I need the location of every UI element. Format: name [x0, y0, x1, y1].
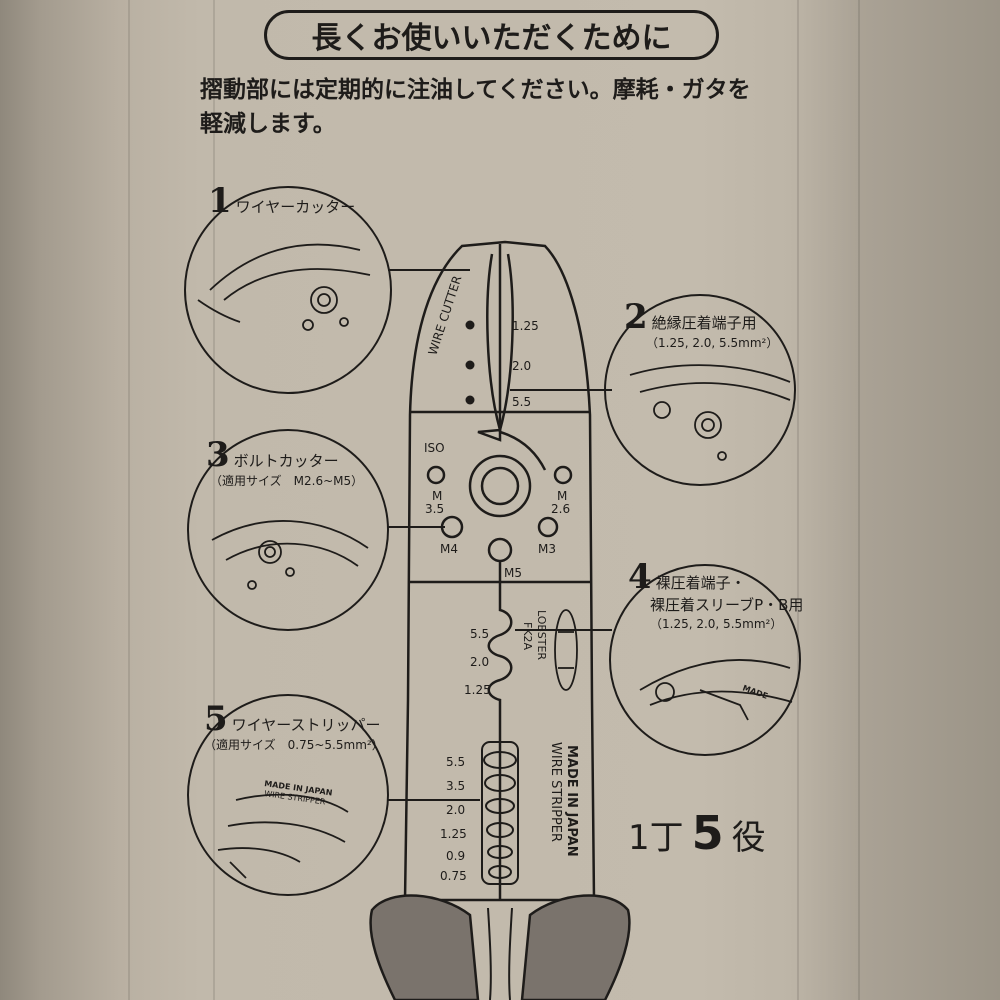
intro-line-2: 軽減します。	[200, 111, 336, 137]
callout-5-sub: （適用サイズ 0.75~5.5mm²）	[204, 738, 384, 752]
callout-5-title: ワイヤーストリッパー	[231, 716, 381, 734]
care-heading: 長くお使いいただくために	[264, 10, 719, 60]
detail-circle-3	[187, 429, 389, 631]
iso-label: ISO	[424, 441, 445, 455]
model-label: FK2A	[521, 622, 534, 651]
crimper-outline	[403, 240, 596, 902]
callout-4-title: 裸圧着端子・	[655, 574, 746, 592]
bare-size-20: 2.0	[470, 655, 489, 669]
detail-circle-5	[187, 694, 389, 896]
wire-cutter-label: WIRE CUTTER	[426, 274, 465, 357]
strip-size-075: 0.75	[440, 869, 467, 883]
strip-size-20: 2.0	[446, 803, 465, 817]
fold-line	[128, 0, 130, 1000]
callout-3-number: 3	[206, 435, 230, 475]
strip-size-35: 3.5	[446, 779, 465, 793]
bare-size-55: 5.5	[470, 627, 489, 641]
strip-size-125: 1.25	[440, 827, 467, 841]
five-functions-tagline: 1丁 5 役	[628, 806, 766, 860]
strip-size-55: 5.5	[446, 755, 465, 769]
detail-circle-4	[609, 564, 801, 756]
callout-4-title-line-2: 裸圧着スリーブP・B用	[650, 596, 804, 614]
tagline-post: 役	[731, 818, 766, 858]
callout-3-title: ボルトカッター	[233, 452, 339, 470]
fold-line	[858, 0, 860, 1000]
callout-5-number: 5	[204, 699, 228, 739]
callout-4-number: 4	[628, 557, 652, 597]
bare-size-125: 1.25	[464, 683, 491, 697]
size-label-125: 1.25	[512, 319, 539, 333]
m26-label-num: 2.6	[551, 502, 570, 516]
m35-label-m: M	[432, 489, 442, 503]
tagline-number: 5	[691, 806, 724, 860]
callout-2-sub: （1.25, 2.0, 5.5mm²）	[646, 336, 779, 350]
callout-2-number: 2	[624, 297, 648, 337]
callout-4-sub: （1.25, 2.0, 5.5mm²）	[650, 617, 783, 631]
callout-3-sub: （適用サイズ M2.6~M5）	[210, 474, 364, 488]
callout-1-number: 1	[208, 181, 232, 221]
m3-label: M3	[538, 542, 556, 556]
made-in-label: MADE IN JAPAN	[564, 745, 579, 857]
detail-circle-1	[184, 186, 392, 394]
callout-2-title: 絶縁圧着端子用	[651, 314, 757, 332]
m4-label: M4	[440, 542, 458, 556]
intro-line-1: 摺動部には定期的に注油してください。摩耗・ガタを	[200, 77, 751, 103]
size-label-20: 2.0	[512, 359, 531, 373]
fold-line	[797, 0, 799, 1000]
brand-label: LOBSTER	[535, 610, 548, 660]
m5-label: M5	[504, 566, 522, 580]
detail-made-label: MADE	[741, 683, 769, 700]
m35-label-num: 3.5	[425, 502, 444, 516]
detail-circle-2	[604, 294, 796, 486]
stripper-label: WIRE STRIPPER	[548, 742, 563, 842]
fold-line	[213, 0, 215, 1000]
callout-1-title: ワイヤーカッター	[235, 198, 356, 216]
strip-size-09: 0.9	[446, 849, 465, 863]
size-label-55: 5.5	[512, 395, 531, 409]
m26-label-m: M	[557, 489, 567, 503]
tagline-pre: 1丁	[628, 818, 684, 858]
